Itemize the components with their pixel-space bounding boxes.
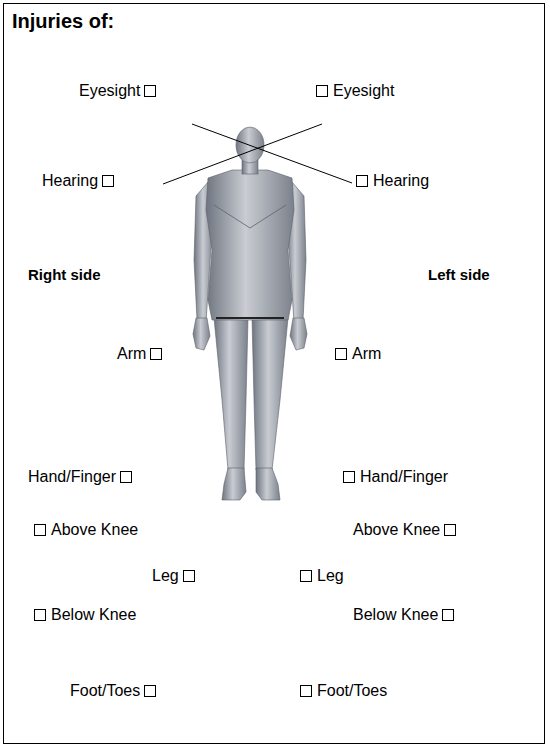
checkbox-item: Hearing [356, 172, 429, 190]
checkbox-item: Below Knee [34, 606, 136, 624]
checkbox [335, 348, 347, 360]
checkbox-item: Eyesight [316, 82, 394, 100]
body-part-label: Eyesight [333, 82, 394, 100]
checkbox-item: Hand/Finger [343, 468, 448, 486]
checkbox-item: Hearing [42, 172, 114, 190]
checkbox [34, 609, 46, 621]
checkbox [120, 471, 132, 483]
checkbox-item: Arm [117, 345, 162, 363]
checkbox-item: Hand/Finger [28, 468, 132, 486]
checkbox [343, 471, 355, 483]
body-part-label: Above Knee [51, 521, 138, 539]
checkbox-item: Above Knee [353, 521, 456, 539]
checkbox-item: Foot/Toes [300, 682, 387, 700]
checkbox-item: Foot/Toes [70, 682, 156, 700]
body-part-label: Foot/Toes [70, 682, 140, 700]
body-part-label: Below Knee [353, 606, 438, 624]
checkbox-item: Leg [300, 567, 344, 585]
checkbox [102, 175, 114, 187]
body-part-label: Left side [428, 266, 490, 284]
checkbox [34, 524, 46, 536]
checkbox [316, 85, 328, 97]
checkbox [144, 85, 156, 97]
body-part-label: Foot/Toes [317, 682, 387, 700]
checkbox [444, 524, 456, 536]
body-part-label: Leg [152, 567, 179, 585]
checkbox [183, 570, 195, 582]
body-part-label: Leg [317, 567, 344, 585]
checkbox-item: Below Knee [353, 606, 454, 624]
checkbox-item: Arm [335, 345, 381, 363]
checkbox [300, 685, 312, 697]
body-part-label: Hearing [42, 172, 98, 190]
body-part-label: Hand/Finger [28, 468, 116, 486]
checkbox [442, 609, 454, 621]
side-label: Right side [28, 266, 101, 284]
checkbox-item: Above Knee [34, 521, 138, 539]
checkbox-item: Leg [152, 567, 195, 585]
body-part-label: Right side [28, 266, 101, 284]
body-part-label: Arm [117, 345, 146, 363]
checkbox [300, 570, 312, 582]
body-part-label: Eyesight [79, 82, 140, 100]
body-part-label: Hearing [373, 172, 429, 190]
form-title: Injuries of: [12, 10, 114, 33]
checkbox [150, 348, 162, 360]
body-part-label: Above Knee [353, 521, 440, 539]
checkbox-item: Eyesight [79, 82, 156, 100]
body-part-label: Below Knee [51, 606, 136, 624]
body-part-label: Hand/Finger [360, 468, 448, 486]
checkbox [356, 175, 368, 187]
checkbox [144, 685, 156, 697]
side-label: Left side [428, 266, 490, 284]
body-part-label: Arm [352, 345, 381, 363]
